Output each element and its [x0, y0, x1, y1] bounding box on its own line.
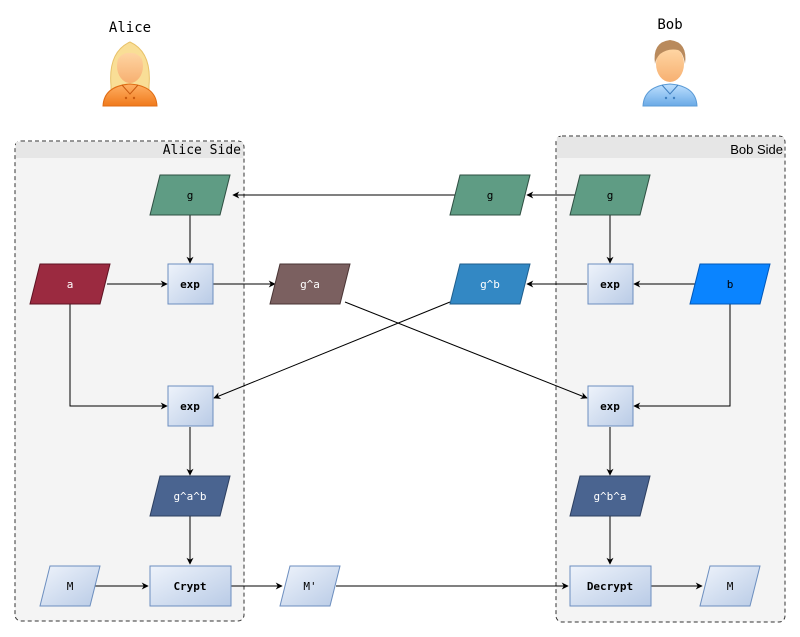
mid-ga-node[interactable]: g^a: [269, 263, 351, 305]
bob-gba-shape: [569, 475, 651, 517]
male-user-icon: [642, 40, 698, 107]
bob-actor: Bob: [642, 17, 698, 107]
bob-m-node[interactable]: M: [699, 565, 761, 607]
alice-m-node[interactable]: M: [39, 565, 101, 607]
alice-g-label: g: [187, 189, 194, 202]
edge-gb-to-aliceexp2: [213, 301, 451, 399]
bob-decrypt-label: Decrypt: [587, 580, 633, 593]
mid-ga-label: g^a: [300, 278, 320, 291]
mid-g-label: g: [487, 189, 494, 202]
bob-m-label: M: [727, 580, 734, 593]
alice-m-label: M: [67, 580, 74, 593]
bob-g-node[interactable]: g: [569, 174, 651, 216]
bob-gba-node[interactable]: g^b^a: [569, 475, 651, 517]
bob-exp2-node[interactable]: exp: [587, 385, 634, 427]
alice-a-node[interactable]: a: [29, 263, 111, 305]
mid-mprime-node[interactable]: M': [279, 565, 341, 607]
alice-label: Alice: [109, 20, 151, 36]
alice-side-label: Alice Side: [163, 143, 241, 158]
bob-side-label: Bob Side: [730, 142, 783, 157]
mid-mprime-label: M': [303, 580, 316, 593]
bob-g-label: g: [607, 189, 614, 202]
bob-exp1-label: exp: [600, 278, 620, 291]
bob-b-label: b: [727, 278, 734, 291]
alice-exp1-node[interactable]: exp: [167, 263, 214, 305]
alice-a-shape: [29, 263, 111, 305]
alice-exp1-label: exp: [180, 278, 200, 291]
bob-exp2-label: exp: [600, 400, 620, 413]
alice-gab-label: g^a^b: [173, 490, 206, 503]
mid-gb-node[interactable]: g^b: [449, 263, 531, 305]
edges: [69, 191, 731, 590]
bob-exp1-node[interactable]: exp: [587, 263, 634, 305]
edge-a-to-exp2: [69, 304, 168, 410]
bob-label: Bob: [657, 17, 682, 33]
bob-g-shape: [569, 174, 651, 216]
mid-ga-shape: [269, 263, 351, 305]
female-user-icon: [102, 41, 158, 107]
alice-g-node[interactable]: g: [149, 174, 231, 216]
bob-b-node[interactable]: b: [689, 263, 771, 305]
mid-g-node[interactable]: g: [449, 174, 531, 216]
edge-ga-to-bobexp2: [344, 301, 588, 399]
mid-gb-shape: [449, 263, 531, 305]
bob-b-shape: [689, 263, 771, 305]
bob-gba-label: g^b^a: [593, 490, 626, 503]
alice-gab-node[interactable]: g^a^b: [149, 475, 231, 517]
edge-b-to-bobexp2: [633, 304, 731, 410]
mid-g-shape: [449, 174, 531, 216]
mid-gb-label: g^b: [480, 278, 500, 291]
alice-crypt-label: Crypt: [173, 580, 206, 593]
alice-g-shape: [149, 174, 231, 216]
alice-exp2-label: exp: [180, 400, 200, 413]
alice-exp2-node[interactable]: exp: [167, 385, 214, 427]
alice-gab-shape: [149, 475, 231, 517]
alice-crypt-node[interactable]: Crypt: [149, 565, 232, 607]
alice-a-label: a: [67, 278, 74, 291]
bob-decrypt-node[interactable]: Decrypt: [569, 565, 652, 607]
alice-actor: Alice: [102, 20, 158, 107]
